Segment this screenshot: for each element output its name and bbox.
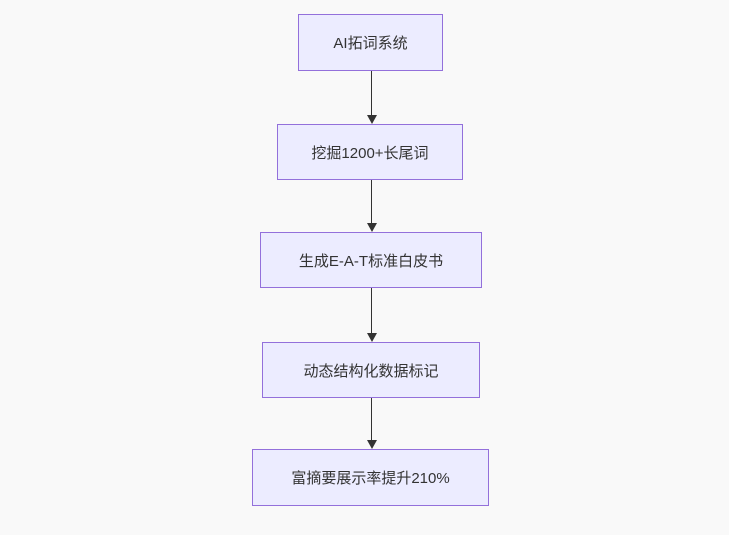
flow-node-label: 富摘要展示率提升210% (291, 470, 450, 487)
flow-node-label: 动态结构化数据标记 (303, 362, 439, 380)
arrow-line (370, 288, 373, 334)
flow-arrow-1 (366, 71, 377, 124)
flow-arrow-3 (366, 288, 377, 342)
flow-node-label: 挖掘1200+长尾词 (311, 144, 429, 162)
flow-arrow-4 (366, 398, 377, 449)
flow-node-ai-system: AI拓词系统 (298, 14, 443, 71)
arrow-line (370, 398, 373, 441)
flow-node-rich-snippet-result: 富摘要展示率提升210% (252, 449, 489, 506)
arrowhead-down-icon (366, 223, 377, 232)
arrowhead-down-icon (366, 333, 377, 342)
flow-node-label: AI拓词系统 (333, 35, 408, 52)
flow-arrow-2 (366, 180, 377, 232)
flow-node-longtail-mining: 挖掘1200+长尾词 (277, 124, 463, 180)
arrowhead-down-icon (366, 440, 377, 449)
arrow-line (370, 71, 373, 116)
arrowhead-down-icon (366, 115, 377, 124)
flow-node-eat-whitepaper: 生成E-A-T标准白皮书 (260, 232, 482, 288)
flow-node-structured-data: 动态结构化数据标记 (262, 342, 480, 398)
flow-node-label: 生成E-A-T标准白皮书 (298, 252, 444, 270)
arrow-line (370, 180, 373, 224)
